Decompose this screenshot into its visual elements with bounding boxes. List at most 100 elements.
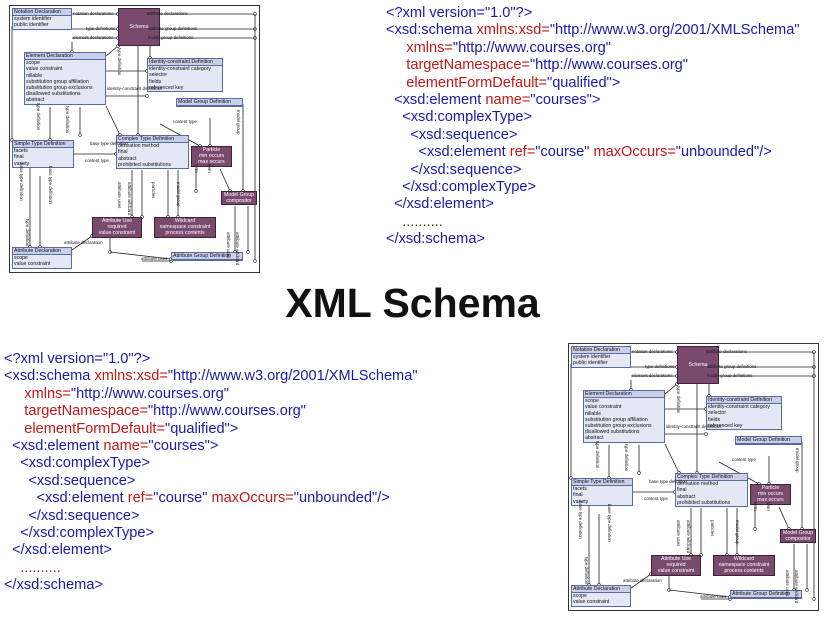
box-heading: Notation Declaration — [13, 9, 71, 17]
code-line: </xsd:schema> — [386, 231, 800, 248]
code-attr: maxOccurs= — [593, 144, 676, 161]
box-property: substitution group affiliation — [26, 78, 89, 85]
code-line: elementFormDefault="qualified"> — [386, 75, 800, 92]
code-tag: /> — [759, 144, 772, 161]
box-property: process contents — [724, 568, 764, 575]
box-property: final — [14, 154, 24, 161]
box-property: public identifier — [14, 22, 49, 29]
connector-end-icon — [753, 527, 757, 531]
code-line: <xsd:element ref="course" maxOccurs="unb… — [4, 490, 418, 507]
box-property: final — [677, 487, 687, 494]
box-property: abstract — [677, 493, 696, 500]
code-value: "http://www.courses.org" — [148, 403, 306, 420]
box-property: process contents — [165, 230, 205, 237]
box-property: fields — [149, 78, 162, 85]
code-line: </xsd:sequence> — [4, 508, 418, 525]
code-line: <?xml version="1.0"?> — [386, 5, 800, 22]
relation-label-vertical: term — [766, 502, 771, 511]
box-property: value constraint — [657, 568, 695, 575]
code-value: "http://www.courses.org" — [530, 57, 688, 74]
box-property: namespace constraint — [718, 562, 770, 569]
relation-label: base type definition — [90, 141, 128, 146]
relation-label-vertical: type definition — [36, 103, 41, 131]
connector-end-icon — [78, 133, 82, 137]
code-attr: xmlns:xsd= — [476, 22, 550, 39]
code-tag: </xsd:sequence> — [410, 161, 522, 178]
connector-end-icon — [704, 432, 708, 436]
relation-label-vertical: term — [194, 164, 199, 173]
code-value: "http://www.courses.org" — [452, 39, 611, 56]
relation-label: base type definition — [649, 479, 687, 484]
box-property: nillable — [26, 72, 43, 79]
code-value: "unbounded" — [675, 144, 760, 161]
relation-label: element declarations — [73, 35, 114, 40]
box-property: scope — [14, 255, 28, 262]
code-line: xmlns="http://www.courses.org" — [4, 386, 418, 403]
relation-label: notation declarations — [632, 349, 673, 354]
box-heading: Attribute Group Definition — [731, 591, 801, 599]
connector-end-icon — [637, 471, 641, 475]
xml-declaration: <?xml version="1.0"?> — [4, 351, 151, 367]
box-property: referenced key — [149, 84, 184, 91]
relation-label-vertical: type definition — [25, 219, 30, 247]
relation-label: content type — [85, 158, 109, 163]
box-property: facets — [573, 486, 587, 493]
code-tag: <xsd:schema — [4, 368, 95, 385]
code-tag: <xsd:complexType> — [402, 109, 533, 126]
code-tag: <xsd:element — [394, 91, 486, 108]
relation-label-vertical: particles — [151, 182, 156, 199]
relation-label: content type — [732, 457, 756, 462]
box-property: scope — [585, 398, 599, 405]
relation-label: type definitions — [645, 364, 675, 369]
box-property: facets — [14, 148, 28, 155]
relation-label-vertical: base type definition — [578, 501, 583, 539]
relation-label-vertical: model group — [795, 448, 800, 473]
box-property: Wildcard — [733, 556, 755, 562]
code-line: targetNamespace="http://www.courses.org" — [386, 57, 800, 74]
code-attr: name= — [485, 91, 531, 108]
box-property: value constraint — [573, 599, 610, 606]
code-line: <xsd:complexType> — [4, 455, 418, 472]
code-value: "qualified" — [165, 420, 230, 437]
code-line: targetNamespace="http://www.courses.org" — [4, 403, 418, 420]
connector-line — [664, 443, 680, 474]
code-value: "courses" — [148, 437, 210, 454]
box-property: prohibited substitutions — [118, 161, 172, 168]
box-property: abstract — [585, 435, 604, 442]
relation-label: identity-constraint definitions — [107, 86, 163, 91]
code-tag: <xsd:element — [418, 144, 510, 161]
box-property: substitution group affiliation — [585, 416, 648, 423]
box-property: disallowed substitutions — [585, 429, 640, 436]
box-property: Attribute Use — [102, 218, 132, 224]
code-line: <?xml version="1.0"?> — [4, 351, 418, 368]
relation-label-vertical: model group — [176, 182, 181, 207]
connector-line — [105, 45, 119, 57]
box-property: namespace constraint — [159, 224, 211, 231]
attribute-group-definition-box: Attribute Group Definition — [730, 590, 802, 600]
relation-label-vertical: type definition — [676, 386, 681, 414]
box-heading: Model Group Definition — [177, 99, 242, 107]
box-property: system identifier — [573, 354, 611, 361]
code-value: "http://www.courses.org" — [70, 385, 229, 402]
box-property: scope — [573, 593, 587, 600]
xml-code-block-bottom-left: <?xml version="1.0"?> <xsd:schema xmlns:… — [4, 351, 418, 594]
code-value: "course" — [535, 144, 594, 161]
box-property: Particle — [761, 485, 780, 491]
relation-label: content type — [644, 496, 668, 501]
code-tag: > — [591, 91, 601, 108]
code-tag: > — [229, 420, 239, 437]
connector-line — [71, 235, 93, 251]
box-heading: Attribute Declaration — [13, 248, 71, 256]
code-line: </xsd:element> — [386, 196, 800, 213]
code-line: .......... — [386, 214, 800, 231]
box-property: referenced key — [708, 422, 743, 429]
relation-label-vertical: attribute wildcard — [127, 182, 132, 216]
relation-label-vertical: base type definition — [19, 163, 24, 201]
box-property: final — [118, 149, 128, 156]
code-ellipsis: .......... — [20, 559, 61, 576]
